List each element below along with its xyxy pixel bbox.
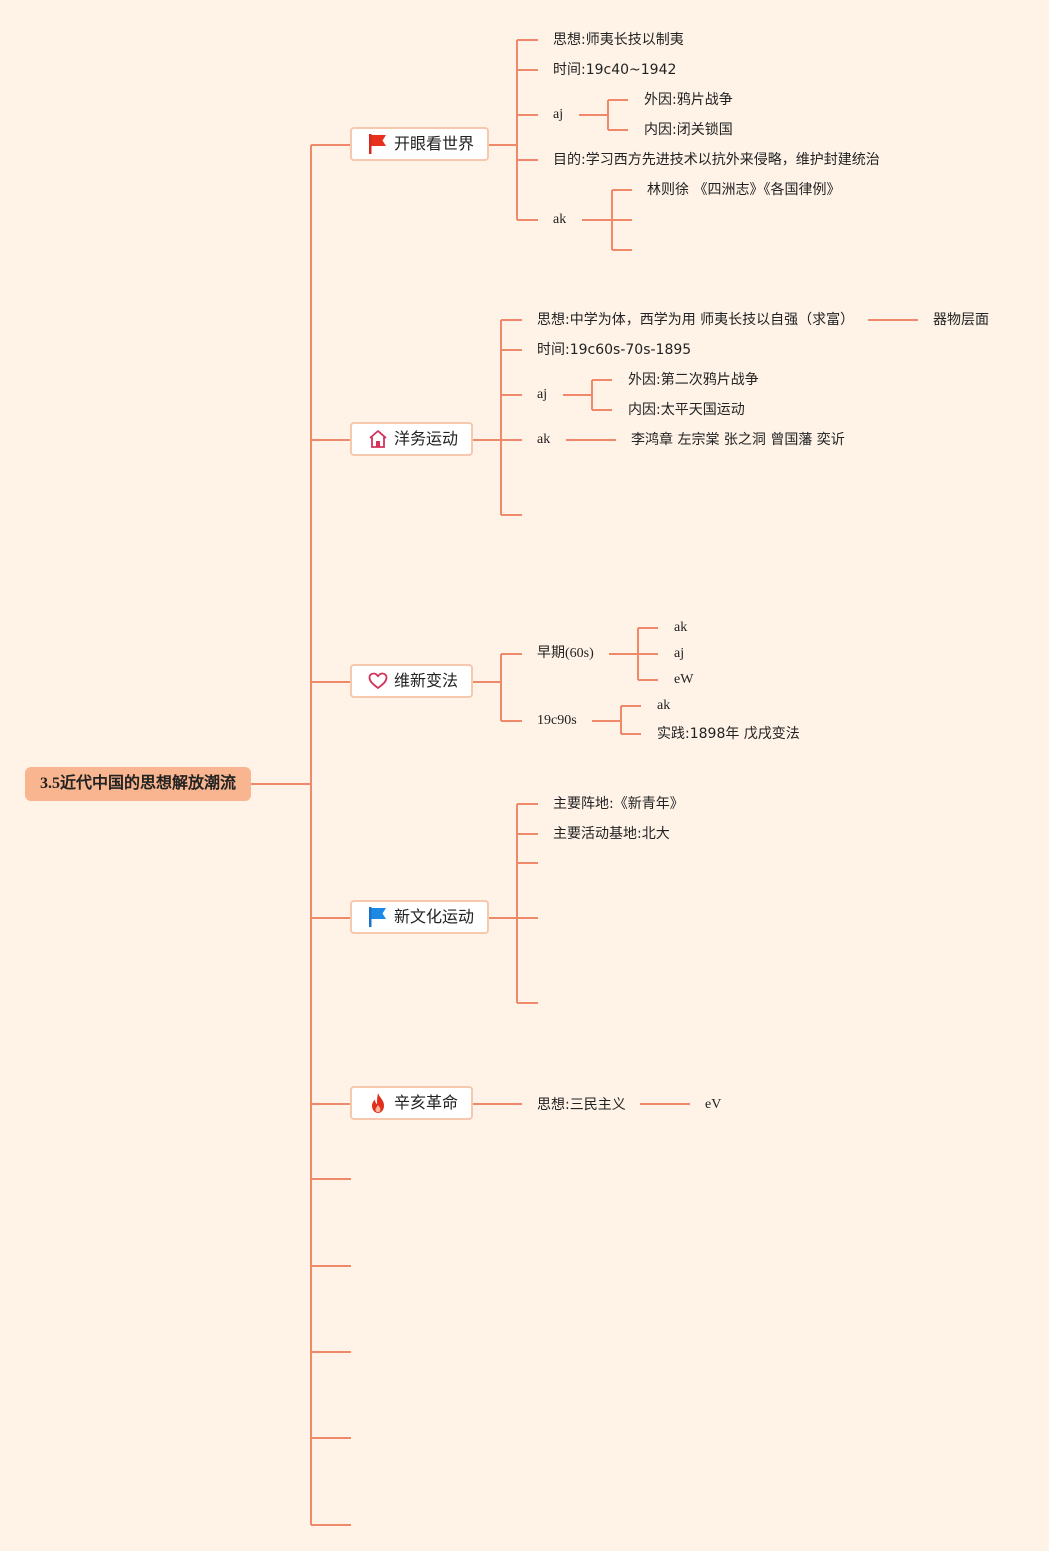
- t1-time[interactable]: 时间:19c40~1942: [553, 62, 677, 78]
- topic-reform[interactable]: 维新变法: [350, 664, 473, 698]
- t2-aj-internal[interactable]: 内因:太平天国运动: [628, 402, 745, 418]
- topic-label: 维新变法: [394, 671, 459, 690]
- t2-aj[interactable]: aj: [537, 387, 548, 402]
- t1-aj-external[interactable]: 外因:鸦片战争: [644, 92, 733, 108]
- t3-late-practice[interactable]: 实践:1898年 戊戌变法: [657, 726, 800, 742]
- t1-ak[interactable]: ak: [553, 212, 567, 227]
- red-flag-icon: [368, 133, 388, 155]
- blue-flag-icon: [368, 906, 388, 928]
- heart-icon: [368, 672, 388, 690]
- t2-idea-note[interactable]: 器物层面: [933, 312, 989, 328]
- topic-xinhai-revolution[interactable]: 辛亥革命: [350, 1086, 473, 1120]
- topic-open-eyes[interactable]: 开眼看世界: [350, 127, 489, 161]
- t5-idea-note[interactable]: eV: [705, 1097, 722, 1112]
- t2-ak[interactable]: ak: [537, 432, 551, 447]
- t4-base[interactable]: 主要阵地:《新青年》: [553, 796, 684, 812]
- topic-new-culture[interactable]: 新文化运动: [350, 900, 489, 934]
- t1-idea[interactable]: 思想:师夷长技以制夷: [553, 32, 684, 48]
- t5-idea[interactable]: 思想:三民主义: [537, 1097, 626, 1113]
- t3-early[interactable]: 早期(60s): [537, 646, 594, 661]
- t3-late[interactable]: 19c90s: [537, 713, 577, 728]
- t1-aj-internal[interactable]: 内因:闭关锁国: [644, 122, 733, 138]
- t3-early-ew[interactable]: eW: [674, 672, 694, 687]
- t4-activity[interactable]: 主要活动基地:北大: [553, 826, 670, 842]
- house-icon: [368, 429, 388, 449]
- topic-label: 洋务运动: [394, 429, 459, 448]
- t2-aj-external[interactable]: 外因:第二次鸦片战争: [628, 372, 759, 388]
- topic-label: 开眼看世界: [394, 134, 475, 153]
- t3-early-ak[interactable]: ak: [674, 620, 688, 635]
- t1-ak-item[interactable]: 林则徐 《四洲志》《各国律例》: [647, 182, 841, 198]
- t1-goal[interactable]: 目的:学习西方先进技术以抗外来侵略，维护封建统治: [553, 152, 880, 168]
- t2-idea[interactable]: 思想:中学为体，西学为用 师夷长技以自强（求富）: [537, 312, 855, 328]
- t3-late-ak[interactable]: ak: [657, 698, 671, 713]
- t2-time[interactable]: 时间:19c60s-70s-1895: [537, 342, 692, 358]
- topic-label: 辛亥革命: [394, 1093, 459, 1112]
- t2-ak-item[interactable]: 李鸿章 左宗棠 张之洞 曾国藩 奕䜣: [631, 432, 845, 448]
- topic-self-strengthening[interactable]: 洋务运动: [350, 422, 473, 456]
- root-topic[interactable]: 3.5近代中国的思想解放潮流: [25, 767, 251, 801]
- t3-early-aj[interactable]: aj: [674, 646, 685, 661]
- fire-icon: [368, 1092, 388, 1114]
- topic-label: 新文化运动: [394, 907, 475, 926]
- t1-aj[interactable]: aj: [553, 107, 564, 122]
